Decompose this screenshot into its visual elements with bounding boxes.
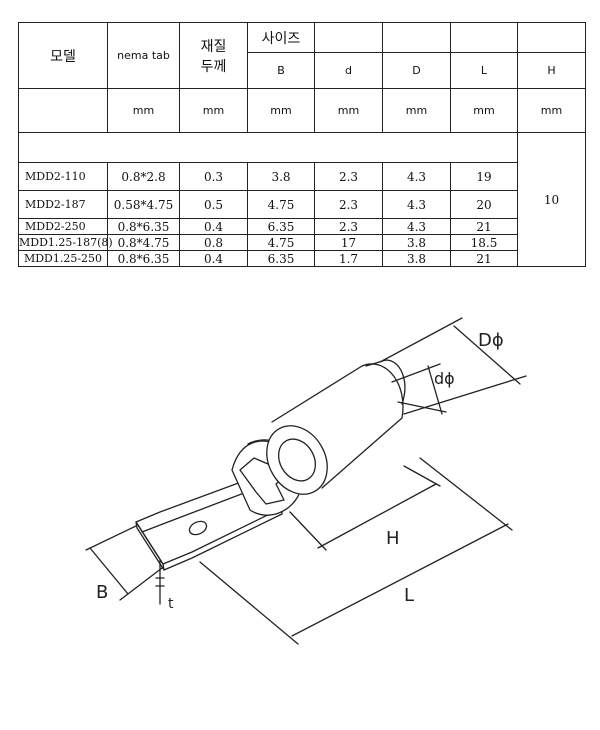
row-L: 21 [450, 250, 518, 267]
unit-cell [18, 88, 108, 133]
header-thickness-line1: 재질 [200, 38, 227, 55]
row-D: 3.8 [382, 234, 451, 251]
row-thickness: 0.8 [179, 234, 248, 251]
unit-cell: mm [179, 88, 248, 133]
label-d: dϕ [434, 369, 455, 388]
row-D: 4.3 [382, 190, 451, 219]
row-B: 6.35 [247, 218, 315, 235]
label-H: H [386, 528, 400, 549]
header-col-d: d [314, 52, 383, 89]
label-D: Dϕ [478, 330, 504, 351]
row-thickness: 0.4 [179, 250, 248, 267]
header-col-L: L [450, 52, 518, 89]
header-empty [450, 22, 518, 53]
header-empty [517, 22, 586, 53]
header-col-B: B [247, 52, 315, 89]
row-L: 19 [450, 162, 518, 191]
row-B: 4.75 [247, 190, 315, 219]
header-model: 모델 [18, 22, 108, 89]
row-L: 18.5 [450, 234, 518, 251]
row-d: 17 [314, 234, 383, 251]
dimension-d [391, 363, 447, 415]
label-L: L [404, 585, 414, 606]
header-thickness: 재질 두께 [179, 22, 248, 89]
header-size: 사이즈 [247, 22, 315, 53]
spacer-row [18, 132, 518, 163]
row-d: 2.3 [314, 162, 383, 191]
row-model: MDD2-250 [18, 218, 108, 235]
row-model: MDD2-110 [18, 162, 108, 191]
dimension-H [289, 465, 441, 551]
row-B: 4.75 [247, 234, 315, 251]
row-L: 21 [450, 218, 518, 235]
header-col-D: D [382, 52, 451, 89]
row-d: 2.3 [314, 190, 383, 219]
dimension-t [155, 559, 165, 605]
unit-cell: mm [382, 88, 451, 133]
row-tab: 0.8*4.75 [107, 234, 180, 251]
label-t: t [168, 596, 174, 612]
row-d: 2.3 [314, 218, 383, 235]
row-model: MDD2-187 [18, 190, 108, 219]
header-empty [314, 22, 383, 53]
header-col-H: H [517, 52, 586, 89]
row-thickness: 0.5 [179, 190, 248, 219]
row-d: 1.7 [314, 250, 383, 267]
row-L: 20 [450, 190, 518, 219]
header-nema-tab: nema tab [107, 22, 180, 89]
row-tab: 0.8*6.35 [107, 218, 180, 235]
spec-table: 모델 nema tab 재질 두께 사이즈 B d D L H mm mm mm… [18, 22, 586, 267]
row-thickness: 0.4 [179, 218, 248, 235]
dimension-B [85, 525, 163, 601]
row-B: 6.35 [247, 250, 315, 267]
row-D: 4.3 [382, 162, 451, 191]
header-empty [382, 22, 451, 53]
row-model: MDD1.25-250 [18, 250, 108, 267]
label-B: B [96, 582, 108, 603]
unit-cell: mm [107, 88, 180, 133]
row-tab: 0.8*2.8 [107, 162, 180, 191]
h-value: 10 [517, 132, 586, 267]
row-D: 4.3 [382, 218, 451, 235]
row-thickness: 0.3 [179, 162, 248, 191]
unit-cell: mm [247, 88, 315, 133]
row-tab: 0.8*6.35 [107, 250, 180, 267]
row-tab: 0.58*4.75 [107, 190, 180, 219]
unit-cell: mm [517, 88, 586, 133]
unit-cell: mm [314, 88, 383, 133]
row-model: MDD1.25-187(8) [18, 234, 113, 251]
row-D: 3.8 [382, 250, 451, 267]
sleeve-shape [266, 359, 406, 495]
row-B: 3.8 [247, 162, 315, 191]
header-thickness-line2: 두께 [200, 58, 227, 75]
dimension-L [199, 457, 513, 645]
terminal-drawing: Dϕ dϕ H L B t [85, 317, 527, 645]
unit-cell: mm [450, 88, 518, 133]
